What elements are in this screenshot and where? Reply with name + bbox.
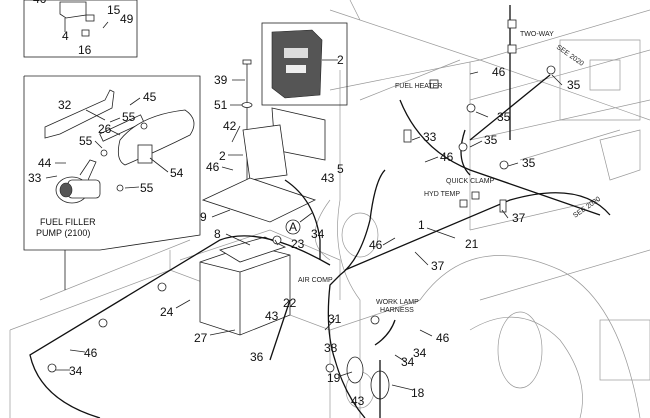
callout: 2 bbox=[337, 53, 344, 67]
callout: 44 bbox=[38, 156, 52, 170]
callout: 4 bbox=[62, 29, 69, 43]
callout: 55 bbox=[79, 134, 93, 148]
callout: 37 bbox=[512, 211, 526, 225]
chassis-outline bbox=[9, 0, 650, 418]
note-air-comp: AIR COMP bbox=[298, 277, 333, 284]
note-fuel-heater: FUEL HEATER bbox=[395, 83, 442, 90]
callout: 19 bbox=[327, 371, 341, 385]
callout: 35 bbox=[567, 78, 581, 92]
callout: 46 bbox=[33, 0, 47, 6]
callout: 51 bbox=[214, 98, 228, 112]
callout: 22 bbox=[283, 296, 297, 310]
callout: 42 bbox=[223, 119, 237, 133]
note-work-lamp: WORK LAMP bbox=[376, 299, 419, 306]
fuel-filler-caption-2: PUMP (2100) bbox=[36, 228, 90, 238]
callout: 38 bbox=[324, 341, 338, 355]
callout: 36 bbox=[250, 350, 264, 364]
callout: 26 bbox=[98, 122, 112, 136]
wiring-harness bbox=[29, 5, 611, 418]
note-see-2020-right: SEE 2020 bbox=[572, 196, 602, 220]
callout: 34 bbox=[413, 346, 427, 360]
callout: 46 bbox=[436, 331, 450, 345]
view-a-label: A bbox=[289, 220, 297, 234]
inset-bracket-parts bbox=[59, 1, 109, 37]
callout: 16 bbox=[78, 43, 92, 57]
note-quick-clamp: QUICK CLAMP bbox=[446, 178, 495, 185]
callout: 35 bbox=[484, 133, 498, 147]
ecu-inset-box bbox=[261, 22, 348, 106]
callout-numbers: 46 15 49 4 16 32 45 55 26 55 44 54 33 55… bbox=[28, 0, 581, 408]
callout: 27 bbox=[194, 331, 208, 345]
callout: 15 bbox=[107, 3, 121, 17]
callout: 34 bbox=[69, 364, 83, 378]
ecu-module-picture bbox=[271, 29, 323, 99]
callout: 34 bbox=[311, 227, 325, 241]
callout: 24 bbox=[160, 305, 174, 319]
callout: 55 bbox=[122, 110, 136, 124]
callout: 18 bbox=[411, 386, 425, 400]
controller-assembly bbox=[201, 59, 326, 235]
callout: 54 bbox=[170, 166, 184, 180]
callout: 21 bbox=[465, 237, 479, 251]
callout: 32 bbox=[58, 98, 72, 112]
callout: 55 bbox=[140, 181, 154, 195]
inset-fuel-pump-box bbox=[23, 75, 201, 290]
callout: 46 bbox=[369, 238, 383, 252]
callout: 5 bbox=[337, 162, 344, 176]
fuel-filler-caption: FUEL FILLER bbox=[40, 217, 96, 227]
callout: 35 bbox=[522, 156, 536, 170]
clamps-and-fasteners bbox=[47, 19, 556, 373]
note-hyd-temp: HYD TEMP bbox=[424, 191, 460, 198]
callout: 33 bbox=[28, 171, 42, 185]
callout: 46 bbox=[492, 65, 506, 79]
callout: 37 bbox=[431, 259, 445, 273]
callout: 49 bbox=[120, 12, 134, 26]
note-see-2020-top: SEE 2020 bbox=[555, 44, 585, 68]
callout: 2 bbox=[219, 149, 226, 163]
note-two-way: TWO-WAY bbox=[520, 31, 554, 38]
callout: 9 bbox=[200, 210, 207, 224]
callout: 45 bbox=[143, 90, 157, 104]
callout: 46 bbox=[206, 160, 220, 174]
callout: 34 bbox=[401, 355, 415, 369]
note-work-lamp-2: HARNESS bbox=[380, 307, 414, 314]
callout: 43 bbox=[265, 309, 279, 323]
callout: 23 bbox=[291, 237, 305, 251]
callout: 46 bbox=[84, 346, 98, 360]
callout: 35 bbox=[497, 110, 511, 124]
callout: 33 bbox=[423, 130, 437, 144]
callout: 43 bbox=[351, 394, 365, 408]
horn-19 bbox=[346, 356, 364, 384]
view-a-marker bbox=[285, 219, 301, 235]
callout: 43 bbox=[321, 171, 335, 185]
fuel-filler-pump-parts bbox=[44, 89, 195, 204]
inset-bracket-box bbox=[23, 0, 138, 58]
callout: 31 bbox=[328, 312, 342, 326]
callout: 1 bbox=[418, 218, 425, 232]
leader-lines bbox=[45, 59, 563, 391]
callout: 46 bbox=[440, 150, 454, 164]
callout: 8 bbox=[214, 227, 221, 241]
callout: 39 bbox=[214, 73, 228, 87]
